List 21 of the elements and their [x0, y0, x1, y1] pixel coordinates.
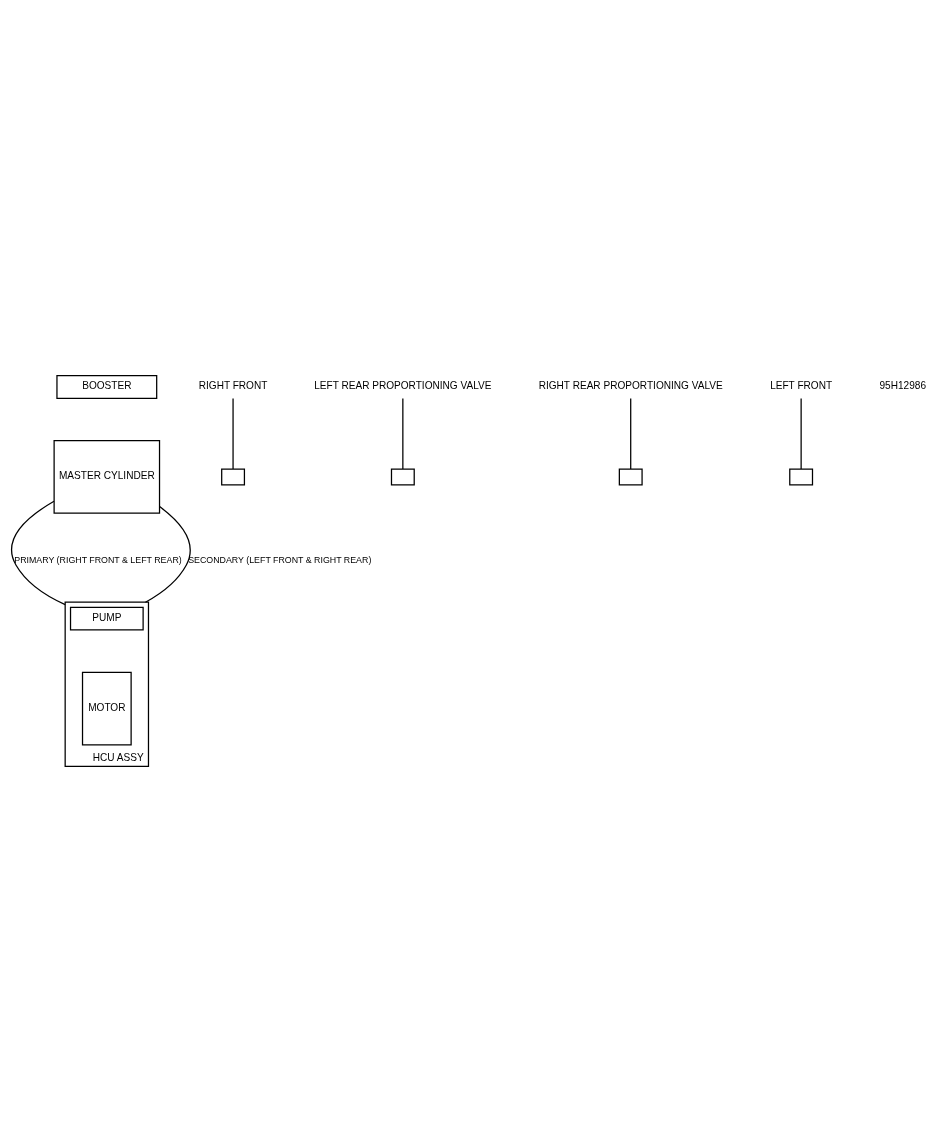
connector [231, 397, 234, 470]
connector [10, 500, 66, 605]
node-box: MASTER CYLINDER [53, 439, 160, 514]
connector [800, 397, 802, 470]
node-box [220, 467, 245, 485]
label: 95H12986 [879, 379, 926, 391]
node-box [788, 467, 813, 485]
node-box: MOTOR [81, 671, 132, 745]
edge-label: PRIMARY (RIGHT FRONT & LEFT REAR) [13, 554, 182, 565]
connector [144, 505, 191, 603]
connector [629, 397, 631, 470]
node-text: LEFT FRONT [769, 379, 832, 391]
node-box: BOOSTER [55, 374, 157, 399]
node-text: RIGHT REAR PROPORTIONING VALVE [538, 379, 723, 391]
edge-label: SECONDARY (LEFT FRONT & RIGHT REAR) [187, 554, 371, 565]
connector [401, 397, 403, 470]
node-box: PUMP [69, 606, 144, 631]
node-box [390, 467, 415, 485]
node-text: LEFT REAR PROPORTIONING VALVE [313, 379, 492, 391]
node-text: RIGHT FRONT [198, 379, 267, 391]
node-box [618, 467, 643, 485]
